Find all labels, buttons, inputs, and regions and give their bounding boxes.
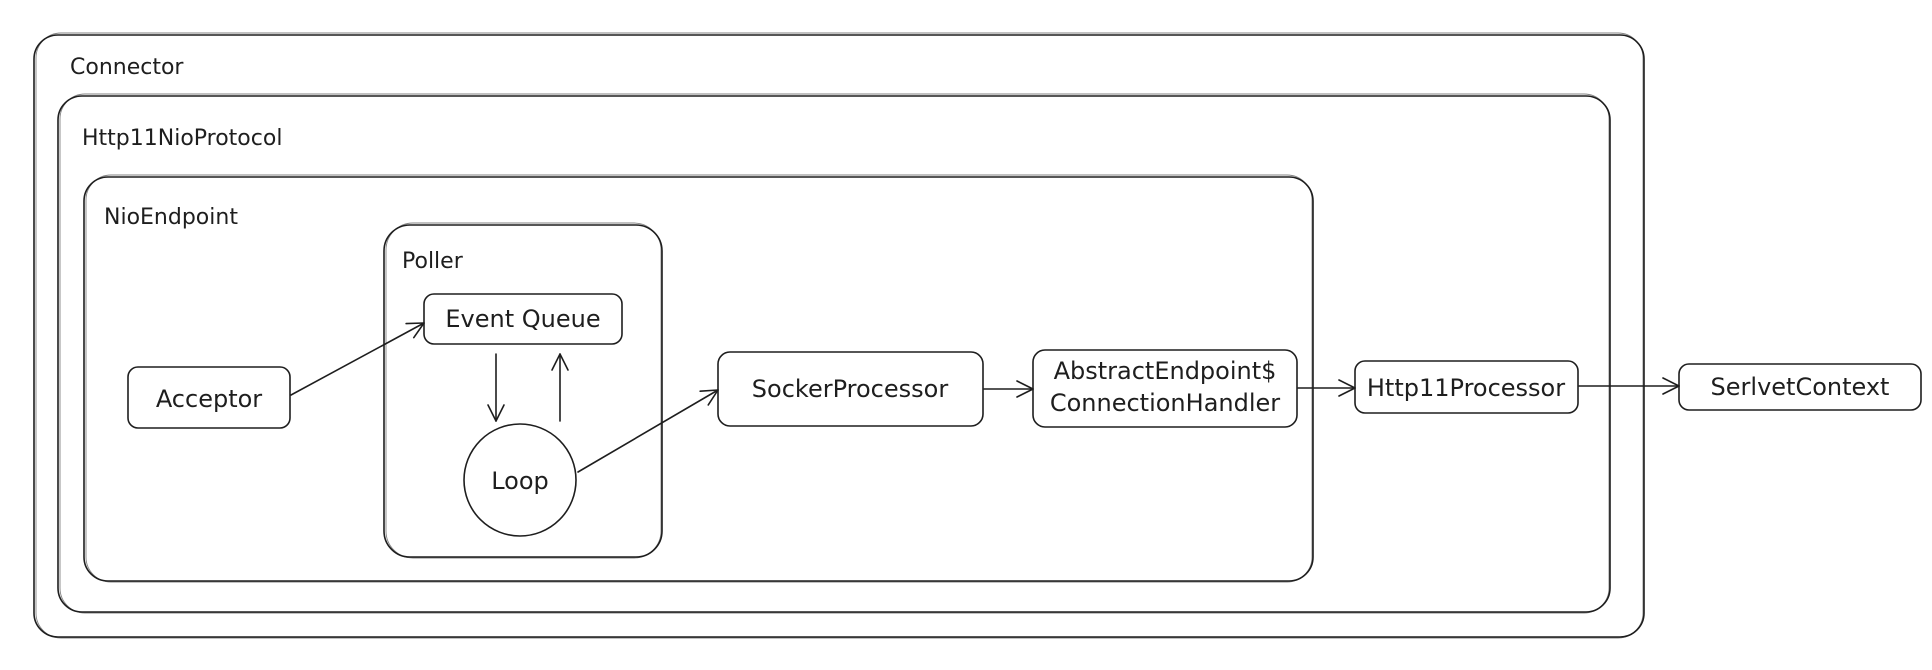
servlet-context-label: SerlvetContext (1711, 373, 1890, 401)
event-queue-label: Event Queue (445, 305, 600, 333)
servlet-context-node: SerlvetContext (1678, 363, 1922, 411)
arrow-loop-to-socker-processor (577, 389, 719, 473)
acceptor-label: Acceptor (156, 385, 262, 413)
connection-handler-node: AbstractEndpoint$ ConnectionHandler (1032, 349, 1298, 428)
endpoint-label: NioEndpoint (104, 205, 238, 230)
loop-label: Loop (491, 467, 549, 495)
http11-processor-label: Http11Processor (1367, 374, 1565, 402)
endpoint-container: NioEndpoint (83, 174, 1314, 583)
poller-container: Poller (383, 222, 663, 559)
connector-label: Connector (70, 55, 184, 80)
protocol-label: Http11NioProtocol (82, 126, 282, 151)
poller-label: Poller (402, 249, 464, 274)
event-queue-node: Event Queue (423, 293, 623, 345)
socker-processor-label: SockerProcessor (752, 375, 949, 403)
connection-handler-label-line1: AbstractEndpoint$ (1054, 357, 1277, 385)
loop-node: Loop (463, 423, 577, 537)
arrow-acceptor-to-event-queue (290, 322, 425, 396)
acceptor-node: Acceptor (127, 366, 291, 429)
socker-processor-node: SockerProcessor (717, 351, 984, 427)
http11-processor-node: Http11Processor (1354, 360, 1579, 414)
protocol-container: Http11NioProtocol (57, 93, 1611, 614)
connection-handler-label-line2: ConnectionHandler (1050, 389, 1280, 417)
connector-container: Connector (33, 32, 1645, 639)
